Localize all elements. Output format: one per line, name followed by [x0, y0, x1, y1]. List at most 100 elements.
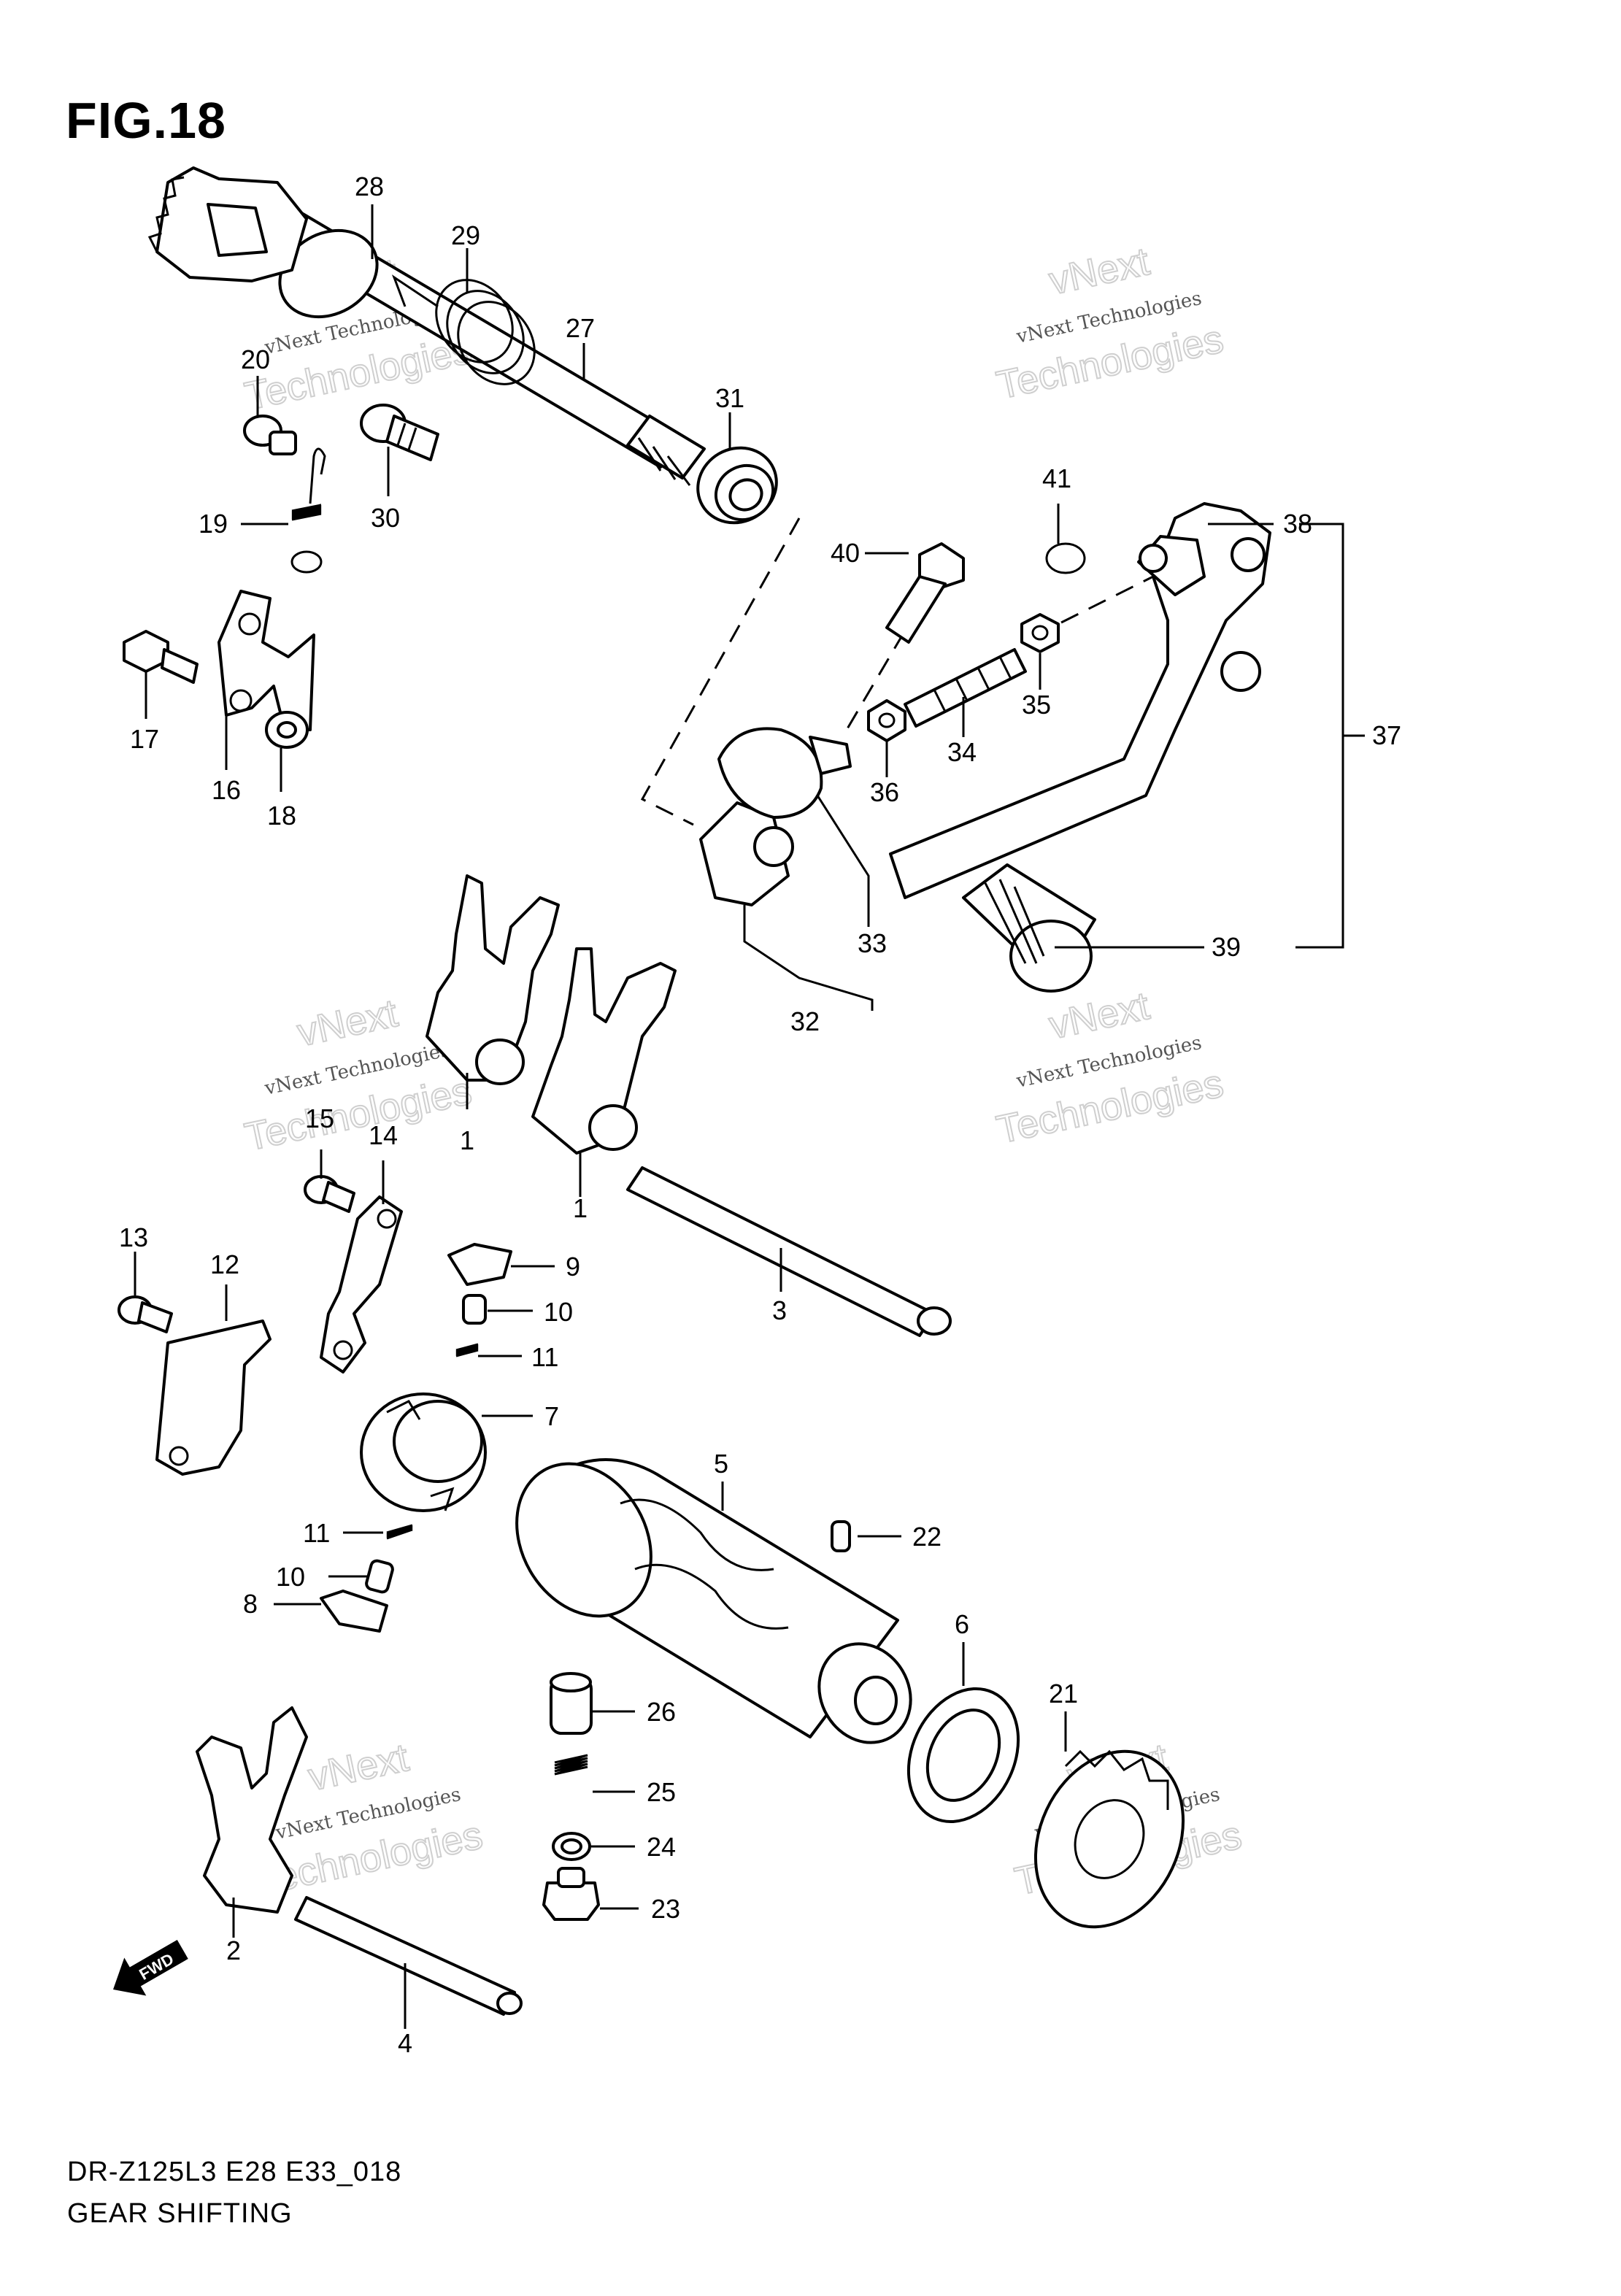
- bolt-17: [123, 630, 199, 684]
- callout-25: 25: [647, 1777, 676, 1807]
- callout-16: 16: [212, 775, 241, 805]
- callout-1b: 1: [573, 1193, 588, 1223]
- leader-lines: [134, 204, 1365, 2029]
- watermark-line2: vNext: [293, 991, 401, 1055]
- callout-15: 15: [305, 1103, 334, 1133]
- gearshift-lever-assembly: [640, 502, 1271, 993]
- callout-4: 4: [398, 2028, 412, 2058]
- cam-drum-washer: [906, 1687, 1020, 1824]
- figure-title: FIG.18: [66, 92, 226, 149]
- callout-27: 27: [566, 313, 595, 343]
- callout-37: 37: [1372, 720, 1401, 750]
- callout-labels: 28 29 27 31 20 30 19 17 16 18 40 41 38 3…: [119, 172, 1401, 2058]
- fork-shaft-4: [294, 1896, 516, 2016]
- lever-tip-rubber: [962, 863, 1096, 993]
- callout-17: 17: [130, 724, 159, 754]
- watermark-line2: vNext: [1045, 984, 1153, 1047]
- guide-line: [1036, 571, 1161, 636]
- gearshift-pawl-8: [320, 1590, 388, 1633]
- callout-36: 36: [870, 777, 899, 807]
- gearshift-cam-drum: [515, 1458, 912, 1744]
- shaft-bearing: [696, 446, 778, 525]
- nut-36: [867, 699, 906, 742]
- callout-5: 5: [714, 1449, 728, 1479]
- callout-33: 33: [858, 928, 887, 958]
- shaft-spline: [626, 415, 706, 479]
- callout-11b: 11: [303, 1518, 330, 1548]
- gearshift-cam-plate: [155, 1320, 272, 1476]
- watermark-line2: vNext: [1045, 239, 1153, 303]
- callout-10b: 10: [276, 1562, 305, 1592]
- callout-3: 3: [772, 1295, 787, 1325]
- callout-7: 7: [544, 1401, 559, 1431]
- callout-14: 14: [369, 1120, 398, 1150]
- callout-19: 19: [199, 509, 228, 539]
- callout-28: 28: [355, 172, 384, 201]
- callout-26: 26: [647, 1697, 676, 1727]
- callout-24: 24: [647, 1832, 676, 1862]
- callout-32: 32: [790, 1006, 820, 1036]
- bolt-30: [360, 404, 439, 461]
- cam-stopper-pin-26: [550, 1672, 593, 1735]
- callout-2: 2: [226, 1935, 241, 1965]
- callout-6: 6: [955, 1609, 969, 1639]
- callout-31: 31: [715, 383, 744, 413]
- cam-stopper-spring-25: [554, 1754, 588, 1776]
- callout-40: 40: [831, 538, 860, 568]
- callout-20: 20: [241, 344, 270, 374]
- guide-line: [845, 605, 921, 731]
- callout-21: 21: [1049, 1679, 1078, 1708]
- cam-drum-pin-22: [831, 1520, 851, 1552]
- callout-22: 22: [912, 1522, 942, 1552]
- pawl-pin-10b: [365, 1559, 394, 1594]
- shift-lever-ball-joint: [717, 727, 823, 819]
- gearshift-lever: [889, 502, 1271, 899]
- tie-rod: [904, 648, 1027, 728]
- model-code: DR-Z125L3 E28 E33_018: [67, 2157, 402, 2187]
- callout-39: 39: [1212, 932, 1241, 962]
- callout-38: 38: [1283, 509, 1312, 539]
- fwd-arrow-icon: FWD: [113, 1939, 188, 1996]
- gearshift-pawl-9: [447, 1243, 512, 1286]
- nut-35: [1020, 613, 1060, 653]
- screw-15: [304, 1175, 355, 1213]
- cam-stopper-plate: [320, 1195, 403, 1374]
- pawl-spring-11: [455, 1343, 479, 1357]
- callout-10a: 10: [544, 1297, 573, 1327]
- callout-11a: 11: [531, 1342, 558, 1372]
- guide-line: [640, 517, 801, 826]
- watermark: vNext vNext Technologies Technologies: [992, 239, 1228, 408]
- return-spring-19: [290, 447, 326, 574]
- callout-1a: 1: [460, 1125, 474, 1155]
- pawl-pin-10: [462, 1294, 487, 1325]
- callout-18: 18: [267, 801, 296, 831]
- shaft-return-spring: [391, 274, 536, 385]
- callout-8: 8: [243, 1589, 258, 1619]
- gear-shift-stopper: [217, 590, 315, 731]
- shift-fork-lower: [531, 947, 677, 1155]
- o-ring-24: [552, 1832, 591, 1861]
- callout-41: 41: [1042, 463, 1071, 493]
- callout-23: 23: [651, 1894, 680, 1924]
- callout-12: 12: [210, 1249, 239, 1279]
- bolt-20: [243, 415, 297, 455]
- gearshift-cam-driven-gear: [360, 1392, 487, 1512]
- gearshift-shaft-assembly: [147, 166, 706, 486]
- pawl-spring-11b: [386, 1524, 413, 1540]
- section-name: GEAR SHIFTING: [67, 2198, 293, 2229]
- callout-9: 9: [566, 1252, 580, 1282]
- callout-35: 35: [1022, 690, 1051, 720]
- watermark-line2: vNext: [304, 1736, 412, 1799]
- cam-stopper-plug-23: [542, 1867, 600, 1921]
- washer-18: [265, 711, 309, 749]
- callout-13: 13: [119, 1222, 148, 1252]
- watermark: vNext vNext Technologies Technologies: [992, 983, 1228, 1152]
- callout-30: 30: [371, 503, 400, 533]
- shift-fork-upper: [426, 874, 560, 1082]
- callout-34: 34: [947, 737, 977, 767]
- callout-29: 29: [451, 220, 480, 250]
- cam-stopper-gear: [1033, 1749, 1185, 1929]
- shift-fork-2: [196, 1706, 308, 1914]
- screw-13: [118, 1295, 173, 1333]
